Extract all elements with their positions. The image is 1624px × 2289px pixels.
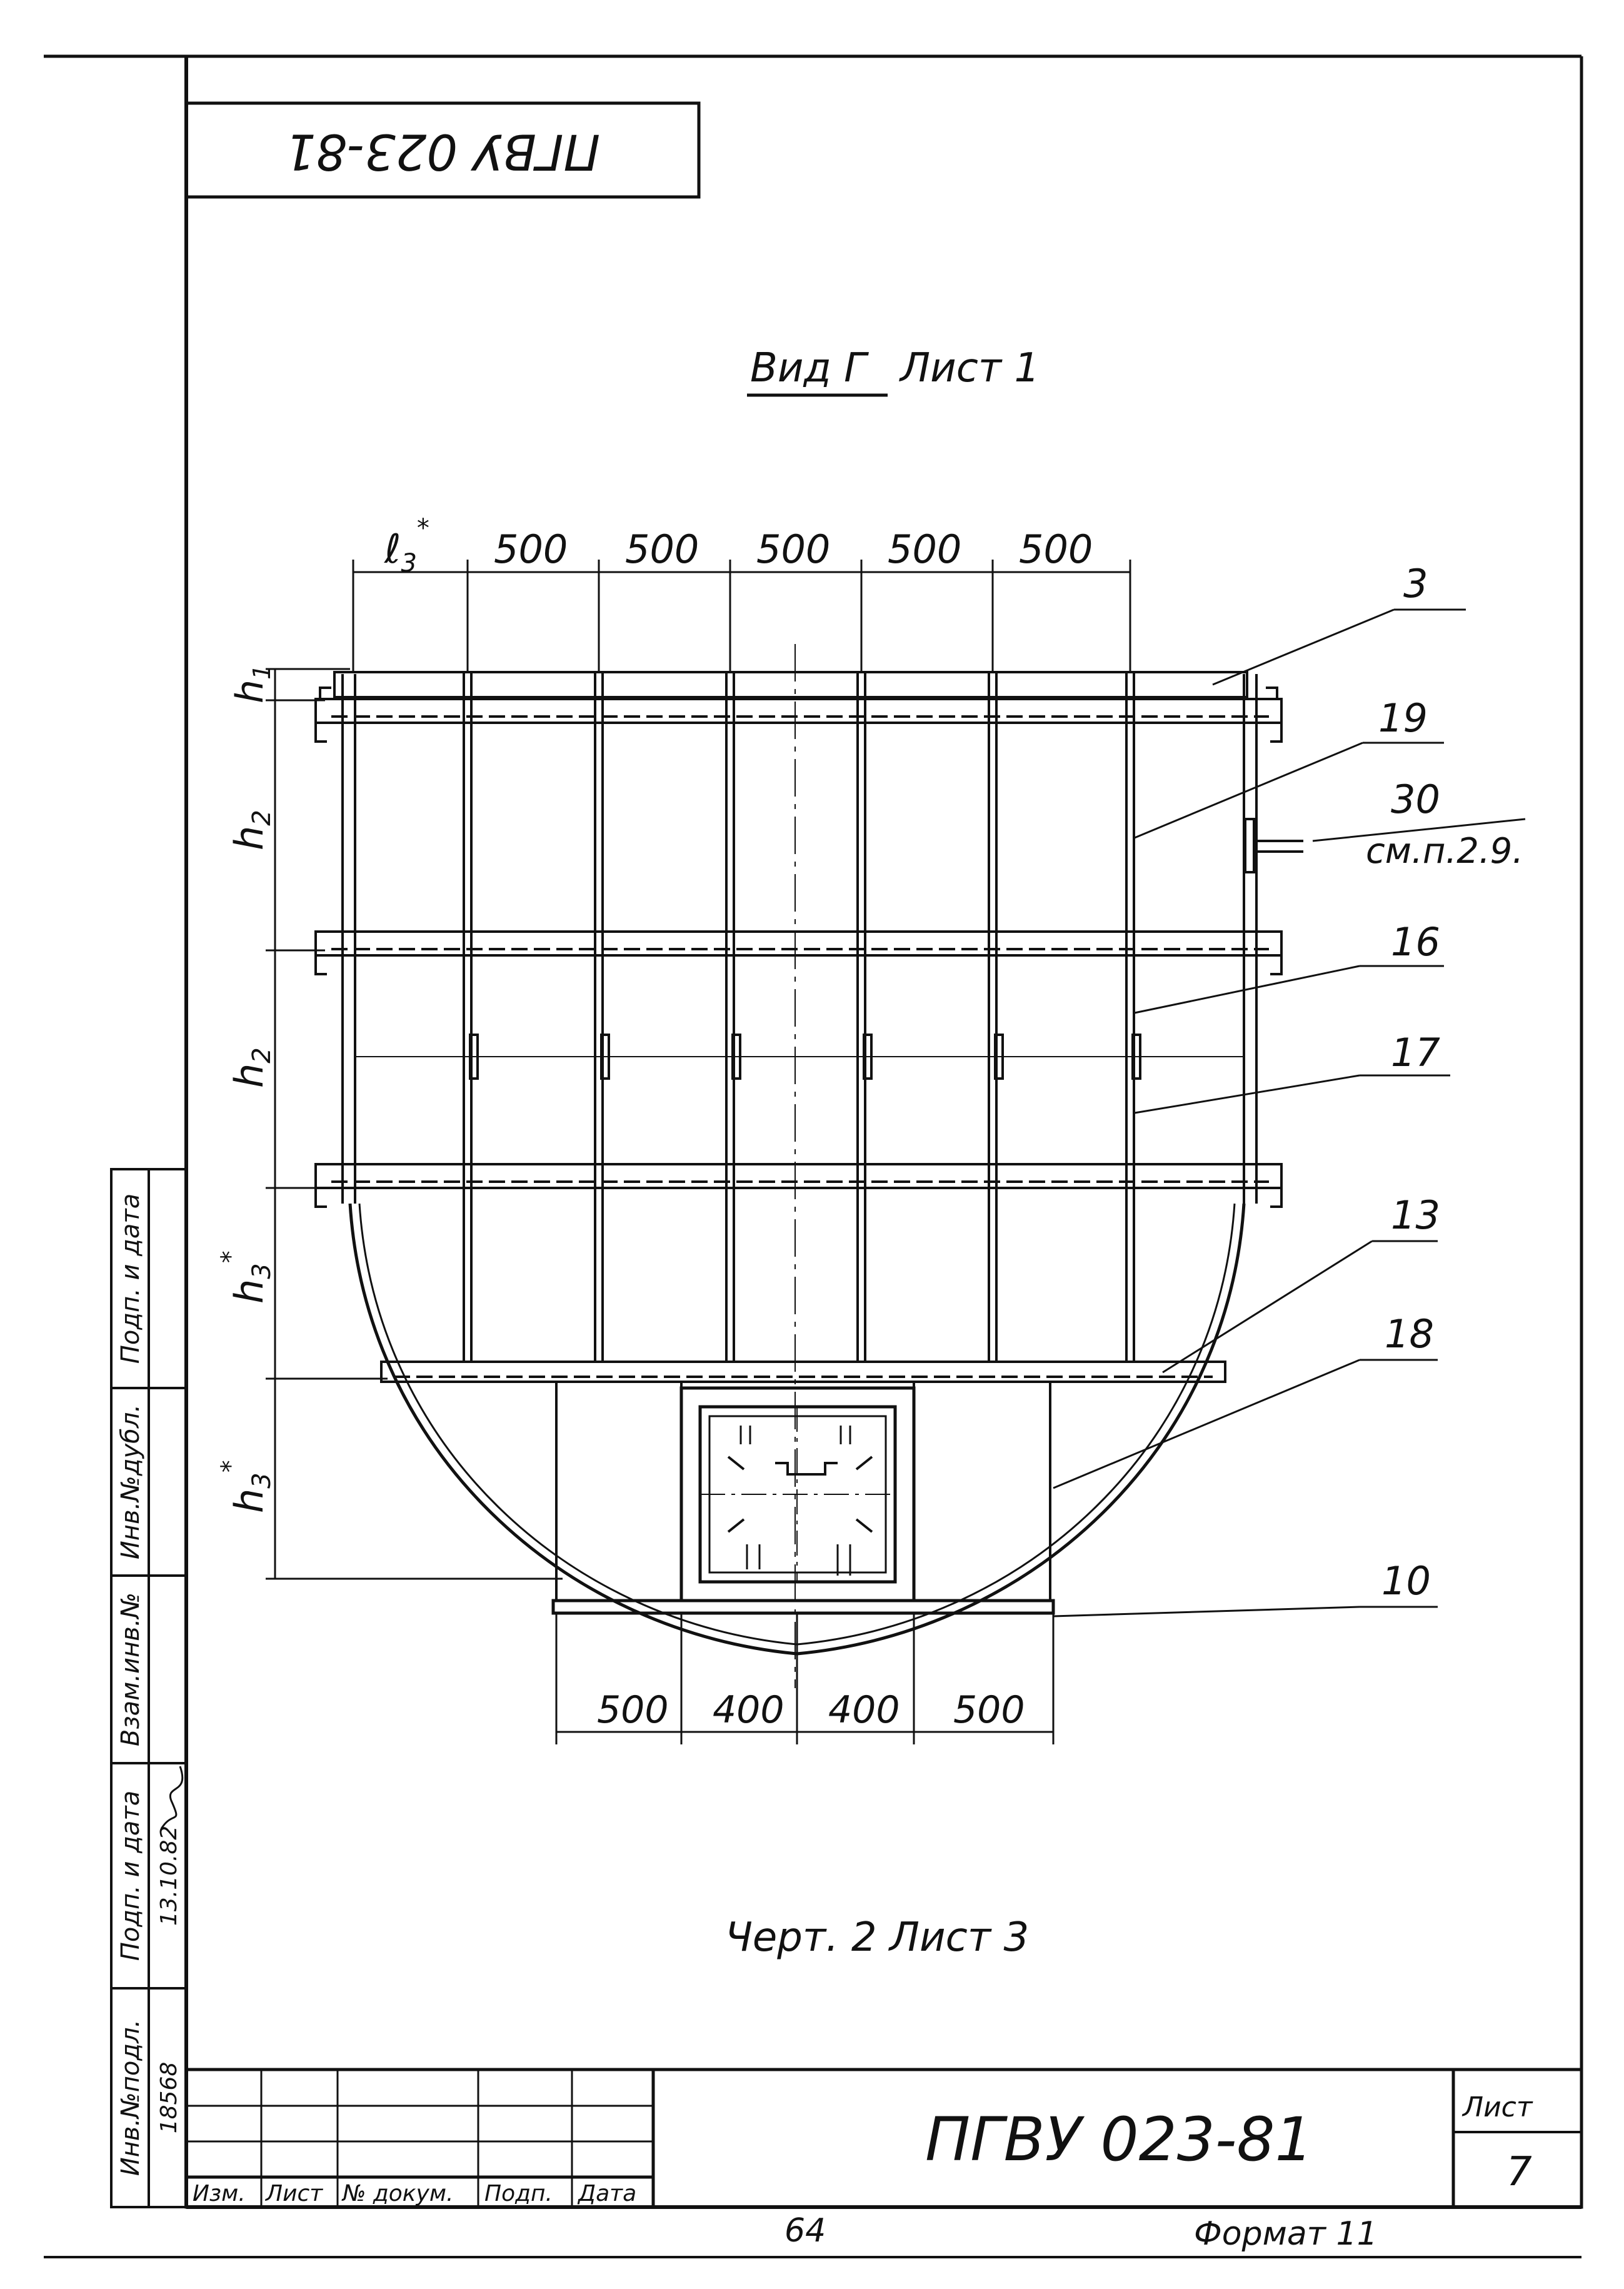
tb-col-date: Дата [577, 2181, 636, 2206]
side-label-vzam-inv: Взам.инв.№ [116, 1592, 145, 1746]
side-strip-labels: Инв.№подл. Подп. и дата Взам.инв.№ Инв.№… [116, 1194, 184, 2176]
side-inv-number: 18568 [156, 2062, 182, 2134]
header-stamp: ПГВУ 023-81 [184, 101, 701, 199]
callout-10: 10 [1381, 1558, 1431, 1604]
tb-col-podp: Подп. [484, 2181, 553, 2206]
bottom-dimension-labels: 500 400 400 500 [597, 1688, 1025, 1732]
dim-h2-lower: h2 [226, 1047, 276, 1088]
frame-structure [314, 644, 1303, 1688]
side-label-inv-podl: Инв.№подл. [116, 2020, 145, 2176]
dim-h2-upper: h2 [226, 810, 276, 850]
view-title-sheet: Лист 1 [899, 345, 1040, 391]
vertical-ribs [463, 672, 1135, 1362]
drawing-caption: Черт. 2 Лист 3 [725, 1914, 1029, 1961]
view-title: Вид Г Лист 1 [747, 345, 1040, 397]
dim-top-500-4: 500 [888, 526, 961, 572]
side-label-podp-date-2: Подп. и дата [116, 1194, 145, 1364]
side-signature-mark [160, 1766, 184, 1829]
bottom-plate [551, 1599, 1055, 1615]
title-block [184, 2068, 1583, 2209]
beam-middle [314, 930, 1283, 957]
callout-16: 16 [1391, 919, 1440, 965]
dim-l3-label: ℓ3* [384, 514, 429, 578]
beam-lower [314, 1163, 1283, 1189]
side-sign-date: 13.10.82 [156, 1826, 182, 1926]
header-stamp-text: ПГВУ 023-81 [285, 123, 600, 179]
beam-top [314, 698, 1283, 724]
dim-h1: h1 [228, 665, 276, 703]
side-label-podp-date-1: Подп. и дата [116, 1791, 145, 1961]
dim-bottom-500-right: 500 [953, 1688, 1025, 1732]
tb-designation: ПГВУ 023-81 [925, 2105, 1313, 2175]
footer-format: Формат 11 [1194, 2215, 1378, 2253]
callout-17: 17 [1391, 1030, 1440, 1075]
top-cap-strip [333, 671, 1248, 698]
callout-13: 13 [1391, 1192, 1440, 1238]
side-strip [110, 1168, 188, 2208]
callout-labels: 3 19 30 см.п.2.9. 16 17 13 18 10 [1366, 561, 1523, 1604]
bottom-box [555, 1382, 1051, 1601]
dim-bottom-400-left: 400 [713, 1688, 784, 1732]
callout-30: 30 [1391, 777, 1440, 822]
dim-top-500-3: 500 [756, 526, 830, 572]
tb-sheet-number: 7 [1506, 2149, 1532, 2195]
beam-brackets [314, 687, 1283, 1208]
central-opening [679, 1386, 916, 1602]
callout-19: 19 [1378, 695, 1428, 741]
tb-sheet-label: Лист [1461, 2091, 1533, 2123]
tb-col-izm: Изм. [193, 2181, 246, 2206]
beam-bottom [380, 1361, 1226, 1383]
bottom-dimension-chain [555, 1613, 1055, 1744]
dim-h3-upper: h3* [216, 1250, 276, 1304]
side-label-inv-dubl: Инв.№дубл. [116, 1404, 145, 1559]
callout-18: 18 [1385, 1311, 1434, 1357]
footer-page-number: 64 [784, 2212, 826, 2250]
left-dimension-labels: h1 h2 h2 h3* h3* [216, 665, 276, 1513]
dim-h3-lower: h3* [216, 1460, 276, 1513]
callout-30-note: см.п.2.9. [1366, 831, 1523, 872]
dim-top-500-2: 500 [625, 526, 699, 572]
tb-col-list: Лист [264, 2181, 323, 2206]
outer-posts [341, 674, 1258, 1204]
top-dimension-labels: ℓ3* 500 500 500 500 500 [384, 514, 1093, 578]
title-block-labels: Изм. Лист № докум. Подп. Дата ПГВУ 023-8… [193, 2091, 1533, 2206]
dim-bottom-500-left: 500 [597, 1688, 669, 1732]
callout-3: 3 [1403, 561, 1428, 606]
left-dimension-chain [266, 668, 563, 1580]
tb-col-doc: № докум. [341, 2181, 453, 2206]
top-dimension-chain [352, 560, 1131, 672]
fitting-30 [1244, 818, 1303, 873]
dim-bottom-400-right: 400 [828, 1688, 900, 1732]
dim-top-500-1: 500 [494, 526, 568, 572]
callout-leaders [1053, 608, 1526, 1617]
dim-top-500-5: 500 [1019, 526, 1093, 572]
view-title-name: Вид Г [750, 345, 869, 391]
